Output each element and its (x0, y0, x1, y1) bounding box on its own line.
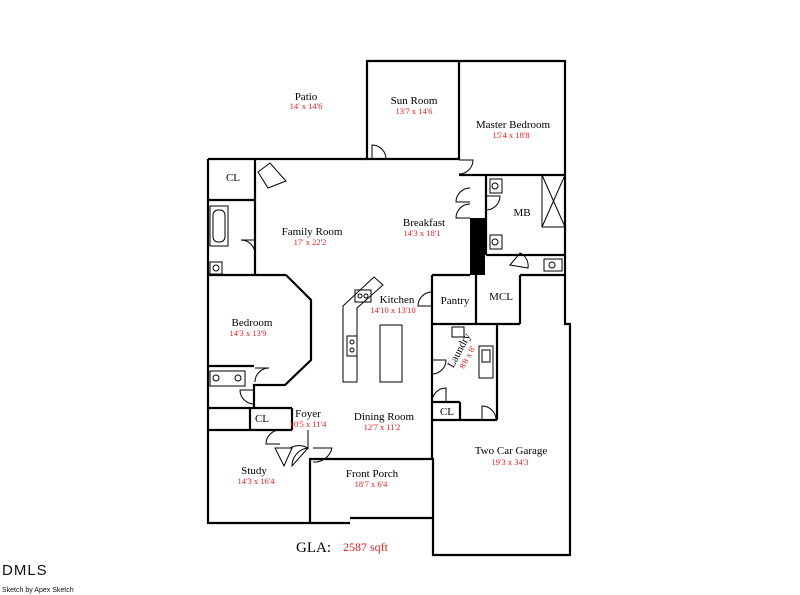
brand-logo: DMLS (2, 562, 48, 579)
master-suite-walls (459, 173, 566, 324)
master-bedroom-label: Master Bedroom (476, 119, 551, 131)
laundry-appliances (451, 326, 494, 379)
pantry-label: Pantry (441, 295, 470, 307)
fireplace (470, 218, 485, 275)
master-bath-label: MB (513, 207, 530, 219)
sketch-credit: Sketch by Apex Sketch (2, 587, 74, 594)
closet-top-label: CL (226, 172, 240, 184)
study-dimensions: 14'3 x 16'4 (237, 476, 275, 486)
family-room-label: Family Room (282, 226, 343, 238)
garage-dimensions: 19'3 x 34'3 (491, 457, 528, 467)
study-label: Study (241, 465, 267, 477)
gla-value: 2587 sqft (343, 540, 389, 554)
master-closet-label: MCL (489, 291, 513, 303)
room-labels: Patio 14' x 14'6 Sun Room 13'7 x 14'6 Ma… (226, 91, 551, 489)
closet-foyer-label: CL (255, 413, 269, 425)
patio-label: Patio (295, 91, 318, 103)
dining-room-dimensions: 12'7 x 11'2 (364, 422, 401, 432)
foyer-label: Foyer (295, 408, 321, 420)
gla-label: GLA: (296, 540, 331, 556)
sunroom-walls (367, 61, 461, 161)
dining-room-label: Dining Room (354, 411, 415, 423)
front-porch-dimensions: 18'7 x 6'4 (355, 479, 389, 489)
bedroom-dimensions: 14'3 x 13'9 (229, 328, 266, 338)
door-swings (239, 144, 529, 468)
sun-room-label: Sun Room (391, 95, 438, 107)
closet-garage-label: CL (440, 406, 454, 418)
foyer-dimensions: 10'5 x 11'4 (290, 419, 327, 429)
front-porch-label: Front Porch (346, 468, 399, 480)
breakfast-dimensions: 14'3 x 18'1 (403, 228, 440, 238)
sun-room-dimensions: 13'7 x 14'6 (395, 106, 432, 116)
west-wing-walls (208, 159, 313, 432)
garage-label: Two Car Garage (475, 445, 548, 457)
kitchen-dimensions: 14'10 x 13'10 (370, 305, 416, 315)
exterior-walls (206, 59, 572, 557)
kitchen-label: Kitchen (380, 294, 415, 306)
patio-dimensions: 14' x 14'6 (290, 101, 323, 111)
master-bedroom-dimensions: 15'4 x 18'8 (492, 130, 529, 140)
kitchen-walls (430, 273, 520, 459)
kitchen-counters (342, 276, 403, 383)
family-room-dimensions: 17' x 22'2 (294, 237, 327, 247)
breakfast-label: Breakfast (403, 217, 445, 229)
bedroom-label: Bedroom (232, 317, 273, 329)
